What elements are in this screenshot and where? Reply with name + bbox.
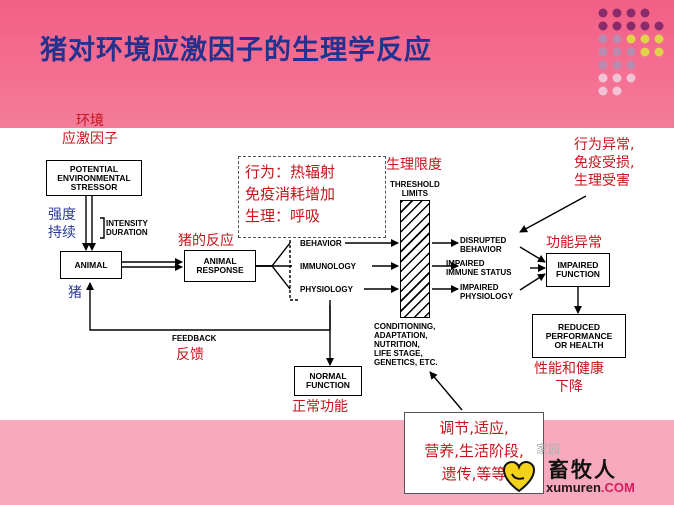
heart-logo-icon [502,460,536,493]
physiological-limit-annotation: 生理限度 [386,157,442,173]
normal-function-box: NORMAL FUNCTION [294,366,362,396]
normal-function-annotation: 正常功能 [292,399,348,415]
physiology-label: PHYSIOLOGY [300,285,353,294]
animal-response-box: ANIMAL RESPONSE [184,250,256,282]
pig-response-annotation: 猪的反应 [178,233,234,249]
environment-stressor-annotation: 环境 应激因子 [62,113,118,147]
behavior-label: BEHAVIOR [300,239,342,248]
header-band [0,0,674,128]
immunology-label: IMMUNOLOGY [300,262,356,271]
response-types-callout: 行为：热辐射 免疫消耗增加 生理：呼吸 [238,156,386,238]
logo: 畜牧人 xumuren.COM [498,446,670,502]
pig-annotation: 猪 [68,285,82,301]
page-title: 猪对环境应激因子的生理学反应 [40,35,432,66]
abnormal-annotation: 行为异常, 免疫受损, 生理受害 [574,137,635,189]
impaired-immune-label: IMPAIRED IMMUNE STATUS [446,259,512,277]
modifiers-label: CONDITIONING, ADAPTATION, NUTRITION, LIF… [374,322,438,367]
function-abnormal-annotation: 功能异常 [546,235,602,251]
footer-band [0,420,674,505]
performance-health-annotation: 性能和健康 下降 [534,361,604,395]
intensity-duration-label: INTENSITY DURATION [106,219,148,237]
animal-box: ANIMAL [60,251,122,279]
feedback-annotation: 反馈 [176,347,204,363]
disrupted-behavior-label: DISRUPTED BEHAVIOR [460,236,507,254]
logo-url: xumuren.COM [546,480,635,495]
threshold-hatched-bar [400,200,430,318]
intensity-duration-annotation: 强度 持续 [48,207,76,241]
feedback-label: FEEDBACK [172,334,217,343]
watermark-text: 家园 [536,442,561,456]
impaired-function-box: IMPAIRED FUNCTION [546,253,610,287]
decorative-dot-grid [598,8,664,96]
threshold-limits-label: THRESHOLD LIMITS [390,180,440,198]
reduced-performance-box: REDUCED PERFORMANCE OR HEALTH [532,314,626,358]
impaired-physiology-label: IMPAIRED PHYSIOLOGY [460,283,513,301]
logo-name: 畜牧人 [548,458,617,482]
potential-stressor-box: POTENTIAL ENVIRONMENTAL STRESSOR [46,160,142,196]
